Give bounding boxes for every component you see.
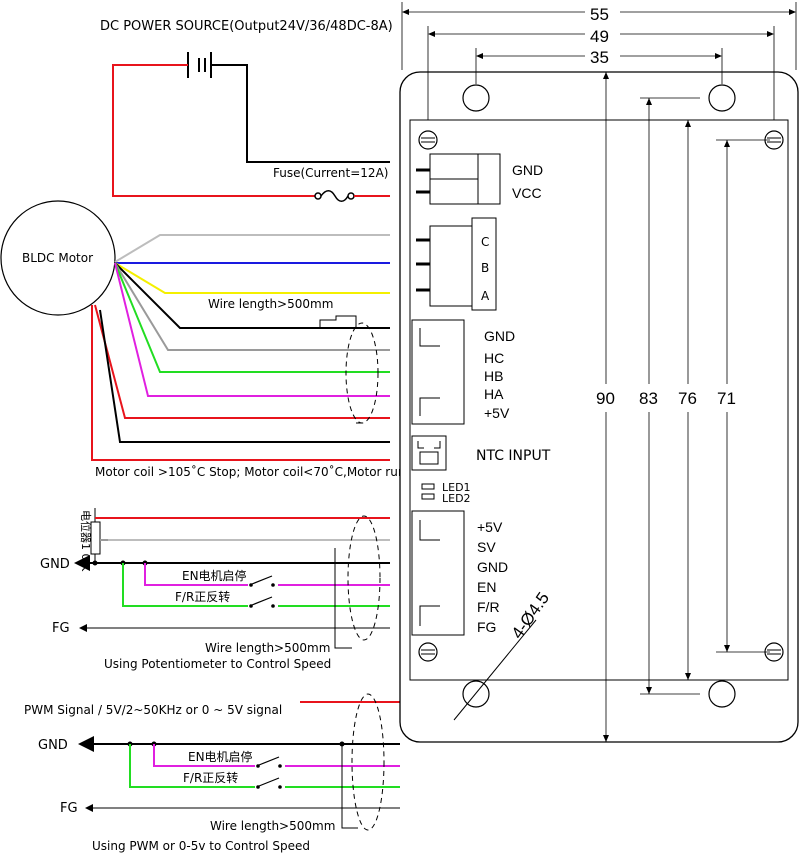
dim-height-90: 90 — [596, 389, 615, 408]
pot-fr-label: F/R正反转 — [175, 589, 230, 604]
pot-en-label: EN电机启停 — [182, 568, 247, 583]
dim-width-49: 49 — [590, 27, 609, 46]
dim-height-83: 83 — [639, 389, 658, 408]
mount-hole-bottom-left — [462, 680, 490, 708]
hall-pin-gnd: GND — [484, 328, 515, 344]
hall-shield-symbol — [319, 315, 379, 424]
phase-connector — [416, 217, 497, 311]
hole-callout-leader — [453, 619, 537, 721]
power-source-title: DC POWER SOURCE(Output24V/36/48DC-8A) — [100, 19, 393, 34]
dim-width-55: 55 — [590, 5, 609, 24]
motor-coil-note: Motor coil >105˚C Stop; Motor coil<70˚C,… — [95, 464, 405, 479]
hall-wire-black — [114, 262, 390, 329]
control-pin-gnd: GND — [477, 559, 508, 575]
pot-fr-switch — [248, 596, 278, 611]
motor-wire-yellow — [114, 262, 390, 294]
ntc-input-label: NTC INPUT — [476, 448, 551, 464]
power-wire-black — [211, 64, 390, 163]
pwm-gnd-label: GND — [38, 738, 68, 753]
led2-indicator — [421, 493, 435, 500]
hall-wire-magenta — [114, 262, 390, 397]
ntc-wire-black — [99, 309, 390, 443]
hall-pin-5v: +5V — [484, 405, 510, 421]
driver-board-inner — [409, 119, 789, 681]
power-pin-gnd: GND — [512, 162, 543, 178]
pot-shield-symbol — [334, 515, 381, 649]
wire-length-label-1: Wire length>500mm — [208, 297, 333, 311]
control-pin-5v: +5V — [477, 519, 503, 535]
mount-hole-bottom-right — [708, 680, 736, 708]
fuse-symbol — [314, 190, 355, 202]
pwm-fr-wire — [129, 744, 400, 788]
pot-caption: Using Potentiometer to Control Speed — [104, 657, 331, 671]
hall-pin-ha: HA — [484, 386, 504, 402]
phase-pin-b: B — [481, 261, 489, 275]
hall-wire-green — [114, 262, 390, 373]
pwm-signal-label: PWM Signal / 5V/2~50KHz or 0 ~ 5V signal — [24, 703, 282, 717]
pwm-caption: Using PWM or 0-5v to Control Speed — [92, 839, 310, 853]
pwm-wire-length: Wire length>500mm — [210, 819, 335, 833]
pot-en-switch — [248, 575, 278, 590]
control-pin-en: EN — [477, 579, 496, 595]
control-pin-fg: FG — [477, 619, 496, 635]
bldc-motor-circle — [0, 200, 116, 316]
screw-top-right — [764, 130, 784, 150]
control-pin-sv: SV — [477, 539, 496, 555]
power-wire-red — [112, 64, 315, 197]
potentiometer-symbol — [90, 521, 101, 555]
led2-label: LED2 — [442, 492, 471, 505]
phase-pin-c: C — [481, 235, 489, 249]
pwm-fr-label: F/R正反转 — [183, 770, 238, 785]
fuse-label: Fuse(Current=12A) — [273, 166, 388, 180]
hall-pin-hc: HC — [484, 350, 504, 366]
ntc-wire-red — [91, 305, 390, 461]
ntc-connector — [411, 435, 447, 471]
dim-height-76: 76 — [678, 389, 697, 408]
power-connector — [416, 153, 501, 205]
motor-wire-lightgrey — [114, 234, 390, 263]
pot-en-wire — [144, 563, 390, 586]
dim-height-71: 71 — [717, 389, 736, 408]
pot-wire-length: Wire length>500mm — [205, 641, 330, 655]
hall-connector — [411, 319, 465, 425]
pwm-fr-switch — [255, 777, 285, 792]
pwm-shield-symbol — [341, 693, 385, 831]
pot-gnd-label: GND — [40, 557, 70, 572]
hall-pin-hb: HB — [484, 368, 503, 384]
control-connector — [411, 510, 465, 636]
led1-indicator — [421, 483, 435, 490]
pot-fg-label: FG — [52, 621, 70, 636]
pot-fr-wire — [122, 563, 390, 607]
screw-top-left — [418, 130, 438, 150]
dim-width-35: 35 — [590, 48, 609, 67]
power-pin-vcc: VCC — [512, 185, 542, 201]
battery-symbol — [187, 52, 212, 78]
driver-board-outline — [399, 71, 799, 743]
hall-wire-grey — [114, 262, 390, 351]
pwm-fg-label: FG — [60, 801, 78, 816]
pwm-en-wire — [153, 744, 400, 767]
control-pin-fr: F/R — [477, 599, 500, 615]
screw-bottom-left — [418, 642, 438, 662]
mount-hole-top-left — [462, 84, 490, 112]
phase-pin-a: A — [481, 289, 490, 303]
pwm-en-label: EN电机启停 — [188, 749, 253, 764]
bldc-motor-label: BLDC Motor — [22, 251, 93, 265]
pwm-en-switch — [255, 756, 285, 771]
led1-label: LED1 — [442, 481, 471, 494]
mount-hole-top-right — [708, 84, 736, 112]
